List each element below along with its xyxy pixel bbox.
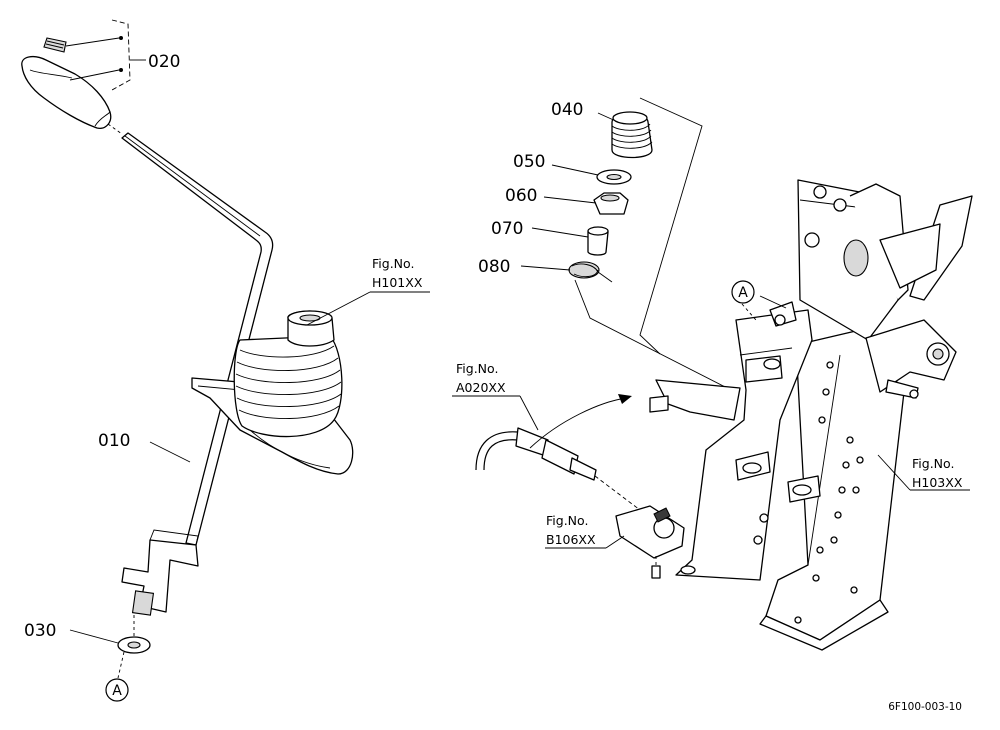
label-010: 010: [98, 431, 130, 451]
svg-text:A: A: [738, 285, 748, 301]
main-frame: [675, 179, 973, 651]
label-060: 060: [505, 186, 537, 206]
shift-lever-rod: [107, 123, 274, 616]
ref-mark-a-right: A: [731, 280, 755, 304]
drawing-code: 6F100-003-10: [888, 701, 962, 713]
cable: [475, 431, 519, 471]
lever-bracket: [121, 539, 199, 613]
fig-ref-b106-line1: Fig.No.: [546, 513, 588, 528]
leader-h101: [306, 291, 371, 326]
spring-stack: [520, 97, 736, 393]
washer-030: [69, 615, 151, 679]
fig-ref-h103-line1: Fig.No.: [912, 456, 954, 471]
lever-boot: [191, 310, 354, 475]
leader-010: [149, 441, 191, 463]
fig-ref-b106-line2: B106XX: [546, 532, 596, 547]
fig-ref-a020-line1: Fig.No.: [456, 361, 498, 376]
label-050: 050: [513, 152, 545, 172]
cable-assembly: [475, 379, 741, 579]
fig-ref-h101-line1: Fig.No.: [372, 256, 414, 271]
fig-ref-h103-line2: H103XX: [912, 475, 963, 490]
label-080: 080: [478, 257, 510, 277]
side-bracket: [675, 309, 813, 581]
label-040: 040: [551, 100, 583, 120]
label-030: 030: [24, 621, 56, 641]
label-070: 070: [491, 219, 523, 239]
svg-text:A: A: [112, 683, 122, 699]
ref-mark-a-left: A: [105, 678, 129, 702]
fig-ref-h101-line2: H101XX: [372, 275, 423, 290]
knob: [21, 55, 112, 129]
knob-assembly: [21, 19, 146, 129]
fig-ref-a020-line2: A020XX: [456, 380, 506, 395]
label-020: 020: [148, 52, 180, 72]
boot-bellows: [233, 335, 343, 438]
